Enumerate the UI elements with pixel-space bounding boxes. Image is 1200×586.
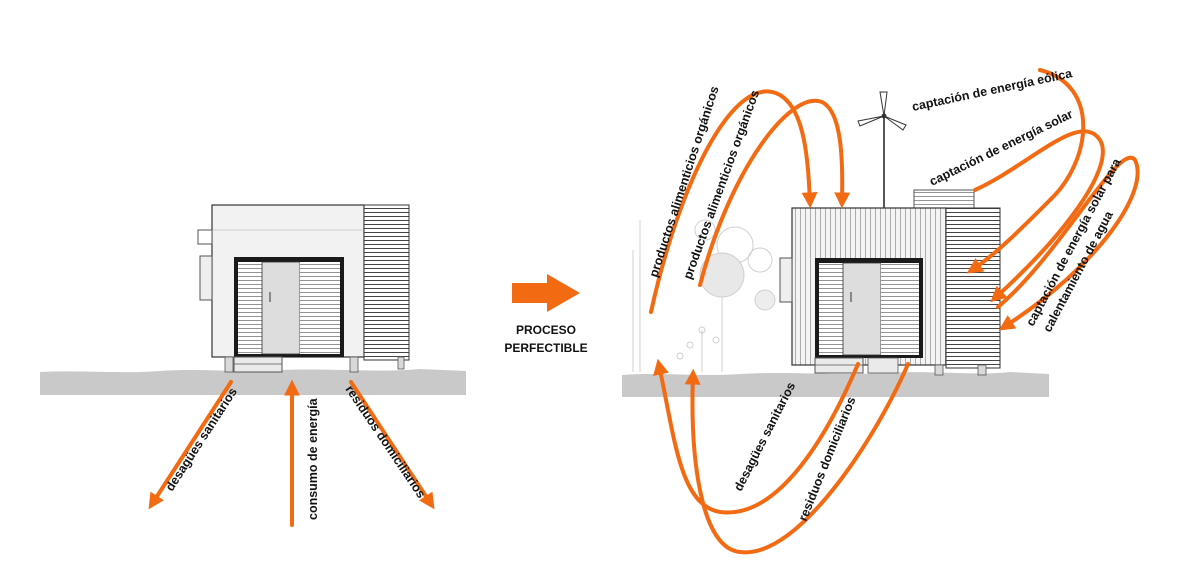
center-process: PROCESO PERFECTIBLE	[504, 274, 588, 355]
right-side-louvers	[945, 207, 1001, 369]
label-left-desagues: desagües sanitarios	[163, 385, 240, 493]
center-label-line1: PROCESO	[516, 323, 576, 337]
label-solar-agua-1: captación de energía solar para	[1023, 155, 1124, 328]
garden-sketch	[632, 219, 776, 372]
left-arrows	[148, 379, 435, 527]
arrow-residuos	[684, 362, 910, 555]
label-alimentos-2: productos alimenticios orgánicos	[681, 88, 763, 281]
right-arrows	[649, 68, 1140, 555]
left-ground	[40, 369, 466, 395]
arrow-solar-agua	[996, 155, 1140, 331]
left-side-louvers	[363, 204, 410, 361]
left-house-group	[40, 204, 466, 395]
label-left-energia: consumo de energía	[306, 397, 320, 520]
arrow-desagues	[653, 358, 860, 515]
arrow-solar	[973, 129, 1105, 303]
left-shutter-right	[300, 262, 340, 354]
arrow-eolica	[966, 68, 1086, 274]
right-house-group	[622, 91, 1049, 397]
solar-panel	[913, 189, 975, 209]
label-eolica: captación de energía eólica	[911, 66, 1075, 114]
label-left-residuos: residuos domiciliarios	[343, 383, 429, 501]
right-ground	[622, 372, 1049, 397]
left-arrow-residuos	[349, 380, 435, 510]
center-label-line2: PERFECTIBLE	[504, 341, 587, 355]
left-shutter-left	[238, 262, 262, 354]
center-arrow	[512, 274, 580, 312]
arrow-alimentos-2	[698, 98, 851, 287]
left-door	[261, 261, 301, 355]
right-shutter-left	[819, 263, 843, 355]
arrow-alimentos-1	[649, 89, 818, 314]
right-door	[842, 262, 882, 356]
left-left-post	[199, 255, 213, 301]
right-step	[814, 357, 864, 374]
right-shutter-right	[881, 263, 919, 355]
left-arrow-desagues	[148, 380, 233, 510]
wind-turbine	[857, 91, 907, 208]
left-step	[233, 356, 283, 373]
